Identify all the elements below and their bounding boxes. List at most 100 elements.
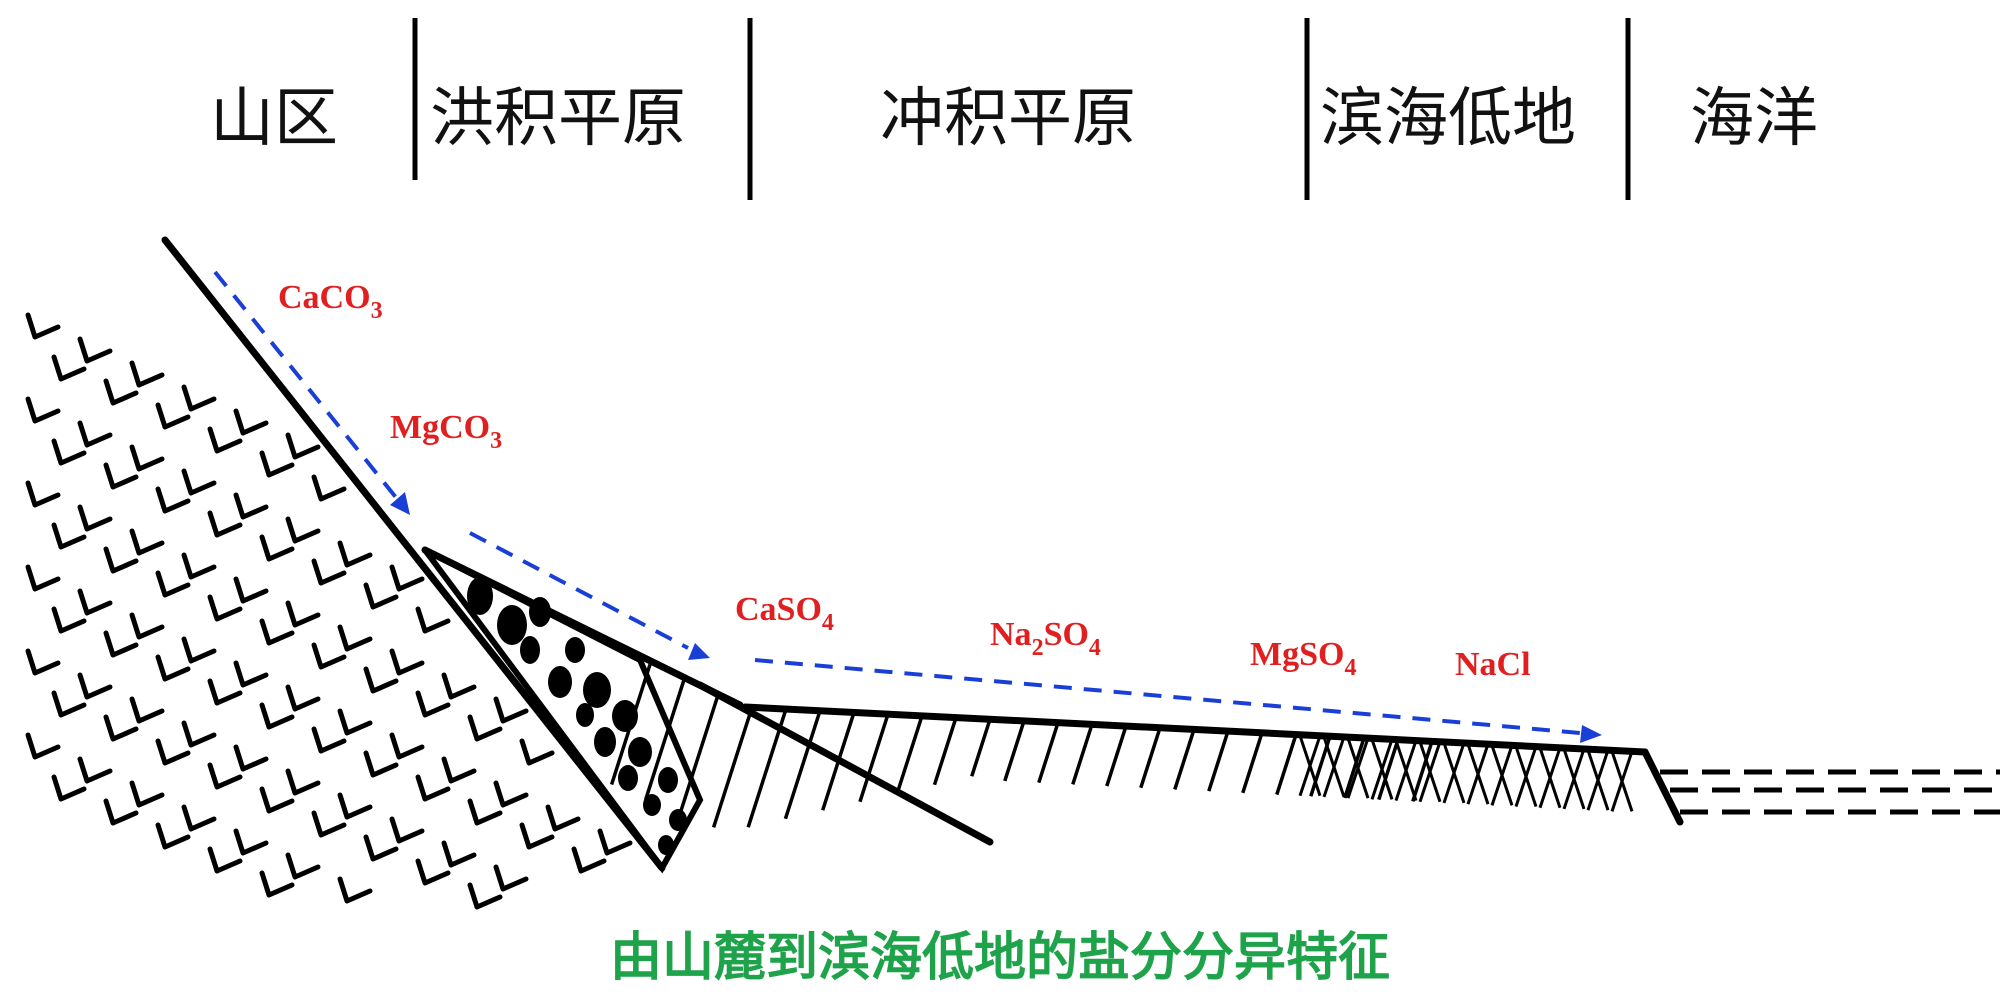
alluvial-hatch-line <box>1241 732 1264 794</box>
bedrock-mark <box>337 540 373 568</box>
coastal-hatch-line <box>1418 741 1442 803</box>
bedrock-mark <box>311 642 347 670</box>
bedrock-mark <box>259 618 295 646</box>
alluvial-hatch-line <box>1275 734 1298 796</box>
zone-label-coastal-lowland: 滨海低地 <box>1320 82 1576 156</box>
coastal-hatch-line <box>1322 736 1346 798</box>
alluvial-hatching <box>609 663 1434 828</box>
gravel-pebble <box>628 737 652 767</box>
bedrock-mark <box>77 336 113 364</box>
bedrock-mark <box>519 822 555 850</box>
salt-label-nacl: NaCl <box>1455 646 1531 683</box>
bedrock-mark <box>337 624 373 652</box>
bedrock-mark <box>155 486 191 514</box>
bedrock-mark <box>545 804 581 832</box>
bedrock-mark <box>155 402 191 430</box>
bedrock-mark <box>51 690 87 718</box>
bedrock-mark <box>155 822 191 850</box>
coastal-hatch-line <box>1298 735 1322 797</box>
coastal-cross-hatching <box>1298 735 1634 812</box>
alluvial-hatch-line <box>677 694 720 816</box>
gravel-pebble <box>658 767 678 793</box>
bedrock-mark <box>415 690 451 718</box>
alluvial-hatch-line <box>1377 739 1400 801</box>
gravel-pebble <box>594 727 616 757</box>
alluvial-hatch-line <box>895 715 924 794</box>
coastal-hatch-line <box>1346 737 1370 799</box>
bedrock-mark <box>207 594 243 622</box>
bedrock-mark <box>389 564 425 592</box>
gravel-pebble <box>565 637 585 663</box>
gravel-pebble <box>669 809 687 831</box>
zone-labels: 山区 洪积平原 冲积平原 滨海低地 海洋 <box>210 82 1818 156</box>
alluvial-hatch-line <box>783 710 822 820</box>
zone-dividers <box>412 18 1631 200</box>
bedrock-mark <box>129 528 165 556</box>
groundwater-flow-arrows <box>213 270 1581 735</box>
bedrock-mark <box>181 636 217 664</box>
bedrock-mark <box>207 678 243 706</box>
bedrock-mark <box>103 714 139 742</box>
arrowhead-mountain <box>390 492 410 515</box>
bedrock-mark <box>51 774 87 802</box>
bedrock-mark <box>493 780 529 808</box>
bedrock-mark <box>363 582 399 610</box>
salt-label-caco3: CaCO3 <box>278 279 383 324</box>
diagram-caption: 由山麓到滨海低地的盐分分异特征 <box>610 928 1390 988</box>
bedrock-mark <box>389 816 425 844</box>
bedrock-mark <box>519 738 555 766</box>
coastal-hatch-line <box>1562 748 1586 810</box>
gravel-pebble <box>618 765 638 791</box>
bedrock-mark <box>311 726 347 754</box>
alluvial-hatch-line <box>970 718 992 777</box>
alluvial-hatch-line <box>1173 728 1196 790</box>
bedrock-mark <box>311 558 347 586</box>
bedrock-mark <box>25 564 61 592</box>
bedrock-mark <box>25 648 61 676</box>
salt-label-mgco3: MgCO3 <box>390 409 502 454</box>
bedrock-mark <box>181 468 217 496</box>
salt-label-caso4: CaSO4 <box>735 591 834 636</box>
coastal-hatch-line <box>1370 738 1394 800</box>
arrowhead-plain <box>1580 725 1602 743</box>
coastal-hatch-line <box>1490 744 1514 806</box>
coastal-hatch-line <box>1586 749 1610 811</box>
gravel-pebble <box>643 794 661 816</box>
bedrock-mark <box>25 480 61 508</box>
bedrock-mark <box>129 780 165 808</box>
arrowhead-fan <box>688 643 710 660</box>
bedrock-mark <box>493 696 529 724</box>
bedrock-mark <box>285 768 321 796</box>
bedrock-mark <box>259 870 295 898</box>
bedrock-mark <box>337 708 373 736</box>
alluvial-hatch-line <box>643 679 686 801</box>
gravel-pebble <box>548 666 572 698</box>
alluvial-hatch-line <box>711 706 754 828</box>
flow-arrow-fan <box>469 531 689 650</box>
bedrock-mark <box>181 720 217 748</box>
alluvial-base <box>696 681 994 846</box>
bedrock-mark <box>311 474 347 502</box>
alluvial-hatch-line <box>1105 725 1128 787</box>
bedrock-mark <box>77 672 113 700</box>
coastal-hatch-line <box>1466 743 1490 805</box>
bedrock-mark <box>129 612 165 640</box>
bedrock-mark <box>285 600 321 628</box>
bedrock-mark <box>25 312 61 340</box>
plain-surface <box>741 703 1649 756</box>
bedrock-mark <box>51 606 87 634</box>
bedrock-mark <box>103 546 139 574</box>
gravel-wedge <box>422 547 704 874</box>
bedrock-mark <box>51 354 87 382</box>
bedrock-mark <box>363 750 399 778</box>
gravel-pebble <box>497 605 527 645</box>
alluvial-hatch-line <box>1207 730 1230 792</box>
zone-label-ocean: 海洋 <box>1690 82 1818 156</box>
gravel-pebble <box>520 636 540 664</box>
alluvial-hatch-line <box>858 713 890 803</box>
bedrock-mark <box>207 762 243 790</box>
mountain-slope <box>161 236 666 872</box>
bedrock-mark <box>25 396 61 424</box>
bedrock-mark <box>285 852 321 880</box>
bedrock-mark <box>77 420 113 448</box>
